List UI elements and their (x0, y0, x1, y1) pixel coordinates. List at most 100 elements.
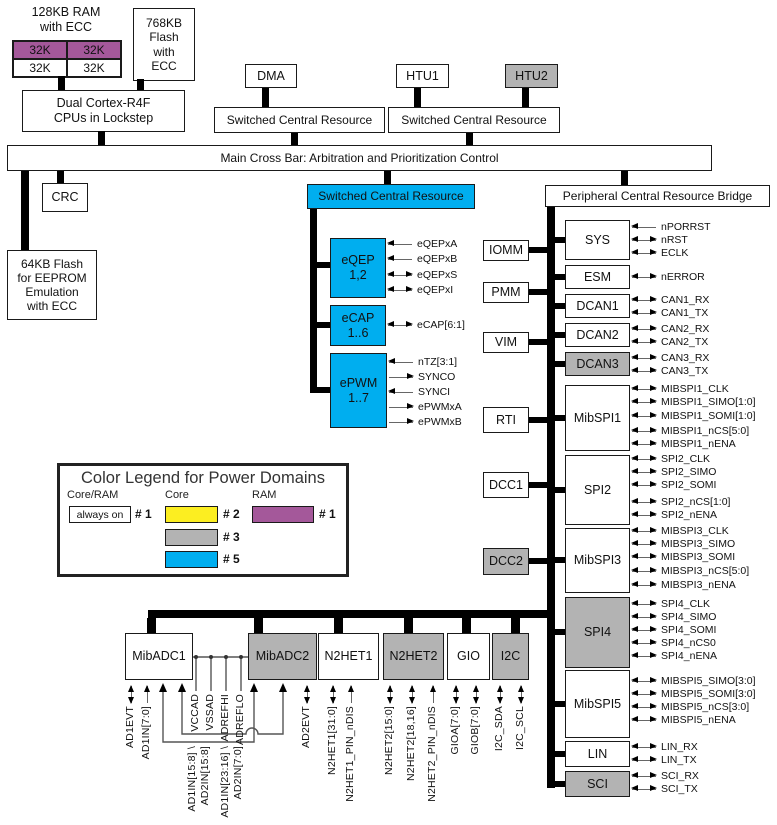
bus-stub (529, 482, 547, 488)
bus-stub (555, 629, 565, 635)
signal-label: SYNCO (418, 371, 456, 383)
bus-peripheral-spine (547, 207, 555, 788)
arrow-in-v (347, 685, 354, 703)
signal-row: nPORRST (631, 221, 711, 233)
bus-stub (462, 618, 471, 634)
legend-tag: # 1 (319, 507, 336, 521)
signal-row: SCI_TX (631, 783, 698, 795)
arrow-bidir (387, 321, 413, 328)
bus-stub (555, 557, 565, 563)
dcan1-box: DCAN1 (565, 294, 630, 318)
arrow-bidir-v (496, 685, 503, 704)
legend-header-core-ram: Core/RAM (67, 489, 119, 501)
signal-row: SYNCO (389, 371, 456, 383)
arrow-bidir (631, 338, 657, 345)
legend-tag: # 2 (223, 507, 240, 521)
legend-swatch-cyan (165, 551, 218, 568)
arrow-in (631, 223, 656, 230)
pin-label: ADREFLO (234, 694, 246, 745)
arrow-in-v (429, 685, 436, 703)
signal-row: ePWMxB (389, 416, 462, 428)
signal-row: ePWMxA (389, 401, 462, 413)
legend-header-ram: RAM (252, 489, 277, 501)
sys-box: SYS (565, 220, 630, 260)
pin-label: I2C_SCL (514, 706, 526, 751)
arrow-bidir-v (408, 685, 415, 704)
n2het2-box: N2HET2 (383, 633, 444, 680)
legend-tag: # 1 (135, 507, 152, 521)
eeprom-flash-box: 64KB Flash for EEPROM Emulation with ECC (7, 250, 97, 320)
bus-blue-spine (310, 209, 317, 391)
bus-stub (555, 751, 565, 757)
crc-box: CRC (42, 183, 88, 212)
arrow-in (388, 358, 413, 365)
pin-label: GIOB[7:0] (469, 706, 481, 755)
arrow-bidir (631, 756, 657, 763)
signal-row: eQEPxA (387, 238, 458, 250)
bus-crossbar-crc (57, 171, 64, 183)
signal-row: MIBSPI3_SIMO (631, 538, 735, 550)
signal-row: MIBSPI1_nENA (631, 438, 736, 450)
arrow-out (389, 418, 414, 425)
pin-label: N2HET1[31:0] (326, 706, 338, 775)
signal-row: SPI2_CLK (631, 453, 710, 465)
signal-row: MIBSPI1_SIMO[1:0] (631, 396, 756, 408)
mibadc2-box: MibADC2 (248, 633, 317, 680)
arrow-bidir (631, 354, 657, 361)
arrow-bidir (631, 296, 657, 303)
ram-cell: 32K (67, 59, 121, 77)
bus-eqep-stub (310, 262, 330, 268)
bus-stub (529, 339, 547, 345)
bus-ecap-stub (310, 322, 330, 328)
bus-crossbar-bridge (621, 171, 628, 185)
legend-tag: # 5 (223, 552, 240, 566)
signal-label: eQEPxI (417, 284, 454, 296)
arrow-bidir (631, 677, 657, 684)
esm-box: ESM (565, 265, 630, 289)
signal-row: eQEPxI (387, 284, 454, 296)
pin-label: N2HET1_PIN_nDIS (344, 706, 356, 802)
spi2-box: SPI2 (565, 455, 630, 525)
mibspi1-box: MibSPI1 (565, 385, 630, 451)
arrow-bidir (631, 772, 657, 779)
bus-bottom (148, 610, 550, 618)
signal-row: SPI2_SIMO (631, 466, 716, 478)
signal-label: eQEPxB (417, 253, 458, 265)
bus-stub (555, 361, 565, 367)
bus-stub (511, 618, 520, 634)
ram-block-table: 32K 32K 32K 32K (12, 40, 122, 78)
arrow-bidir (387, 286, 413, 293)
arrow-bidir (631, 581, 657, 588)
arrow-bidir-v (517, 685, 524, 704)
arrow-bidir (631, 511, 657, 518)
bus-scr1-crossbar (291, 133, 298, 145)
dcc2-box: DCC2 (483, 548, 529, 575)
bus-stub (334, 618, 343, 634)
arrow-bidir (631, 639, 657, 646)
signal-label: ePWMxB (418, 416, 462, 428)
ram-cell: 32K (67, 41, 121, 59)
bus-stub (555, 701, 565, 707)
signal-row: LIN_TX (631, 754, 697, 766)
pin-label: ADREFHI (219, 694, 231, 742)
cpu-box: Dual Cortex-R4F CPUs in Lockstep (22, 90, 185, 132)
n2het1-box: N2HET1 (318, 633, 379, 680)
signal-row: CAN1_RX (631, 294, 709, 306)
pin-label: AD1EVT (124, 706, 136, 749)
signal-row: ECLK (631, 247, 688, 259)
signal-label: eQEPxA (417, 238, 458, 250)
signal-label: eQEPxS (417, 269, 458, 281)
arrow-bidir (631, 249, 657, 256)
mibspi3-box: MibSPI3 (565, 528, 630, 593)
signal-row: LIN_RX (631, 741, 698, 753)
flash-768kb-box: 768KB Flash with ECC (133, 8, 195, 81)
arrow-bidir (631, 273, 657, 280)
signal-row: MIBSPI1_SOMI[1:0] (631, 410, 756, 422)
arrow-bidir (631, 690, 657, 697)
signal-row: nTZ[3:1] (388, 356, 457, 368)
signal-row: CAN1_TX (631, 307, 708, 319)
legend-title: Color Legend for Power Domains (81, 469, 325, 487)
signal-row: SPI4_CLK (631, 598, 710, 610)
arrow-bidir (631, 309, 657, 316)
